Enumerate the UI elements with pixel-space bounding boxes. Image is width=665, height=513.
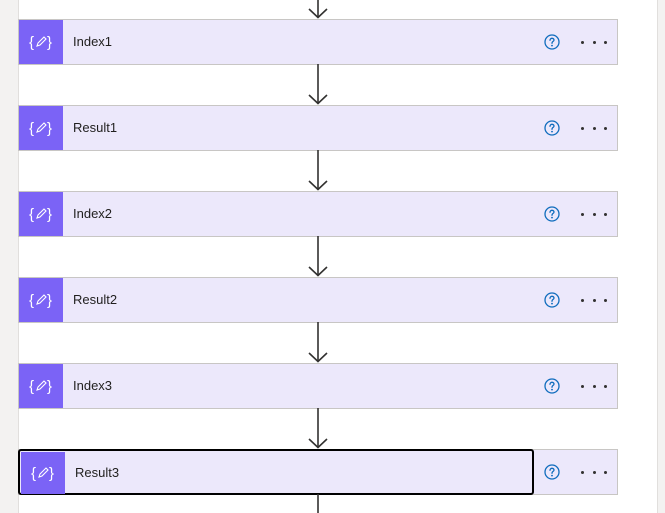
question-circle-icon[interactable]: [544, 464, 560, 480]
connector-arrow: [307, 408, 329, 449]
connector-line: [307, 494, 329, 513]
connector-line-icon: [317, 494, 319, 513]
step-title: Index1: [73, 34, 113, 49]
svg-text:{: {: [31, 465, 36, 482]
more-ellipsis-icon[interactable]: [581, 292, 607, 308]
step-title: Index3: [73, 378, 113, 393]
more-ellipsis-icon[interactable]: [581, 206, 607, 222]
connector-arrow: [307, 236, 329, 277]
connector-arrow: [307, 322, 329, 363]
question-circle-icon[interactable]: [544, 34, 560, 50]
arrow-down-icon: [308, 236, 328, 277]
variable-braces-pencil-icon: { }: [19, 278, 63, 322]
variable-braces-pencil-icon: { }: [19, 20, 63, 64]
arrow-down-icon: [308, 322, 328, 363]
more-ellipsis-icon[interactable]: [581, 120, 607, 136]
step-card[interactable]: { } Result1: [18, 105, 618, 151]
step-card[interactable]: { } Index2: [18, 191, 618, 237]
question-circle-icon[interactable]: [544, 120, 560, 136]
svg-text:}: }: [47, 34, 52, 51]
svg-text:{: {: [29, 120, 34, 137]
arrow-down-icon: [308, 0, 328, 19]
svg-text:}: }: [49, 465, 54, 482]
arrow-down-icon: [308, 64, 328, 105]
step-card-selected[interactable]: { } Result3: [18, 449, 618, 495]
svg-text:}: }: [47, 378, 52, 395]
variable-braces-pencil-icon: { }: [21, 452, 65, 494]
variable-braces-pencil-icon: { }: [19, 106, 63, 150]
step-card[interactable]: { } Index3: [18, 363, 618, 409]
connector-arrow: [307, 0, 329, 20]
arrow-down-icon: [308, 408, 328, 449]
svg-text:{: {: [29, 292, 34, 309]
step-title: Result2: [73, 292, 118, 307]
more-ellipsis-icon[interactable]: [581, 464, 607, 480]
step-card[interactable]: { } Index1: [18, 19, 618, 65]
svg-text:}: }: [47, 206, 52, 223]
step-card-main[interactable]: { } Result3: [18, 449, 534, 495]
question-circle-icon[interactable]: [544, 378, 560, 394]
question-circle-icon[interactable]: [544, 206, 560, 222]
svg-text:{: {: [29, 378, 34, 395]
more-ellipsis-icon[interactable]: [581, 378, 607, 394]
variable-braces-pencil-icon: { }: [19, 192, 63, 236]
designer-canvas: [18, 0, 658, 513]
step-card[interactable]: { } Result2: [18, 277, 618, 323]
step-title: Index2: [73, 206, 113, 221]
more-ellipsis-icon[interactable]: [581, 34, 607, 50]
step-title: Result3: [75, 465, 120, 480]
svg-text:{: {: [29, 206, 34, 223]
svg-text:}: }: [47, 292, 52, 309]
variable-braces-pencil-icon: { }: [19, 364, 63, 408]
step-title: Result1: [73, 120, 118, 135]
svg-text:{: {: [29, 34, 34, 51]
question-circle-icon[interactable]: [544, 292, 560, 308]
arrow-down-icon: [308, 150, 328, 191]
connector-arrow: [307, 150, 329, 191]
svg-text:}: }: [47, 120, 52, 137]
connector-arrow: [307, 64, 329, 105]
